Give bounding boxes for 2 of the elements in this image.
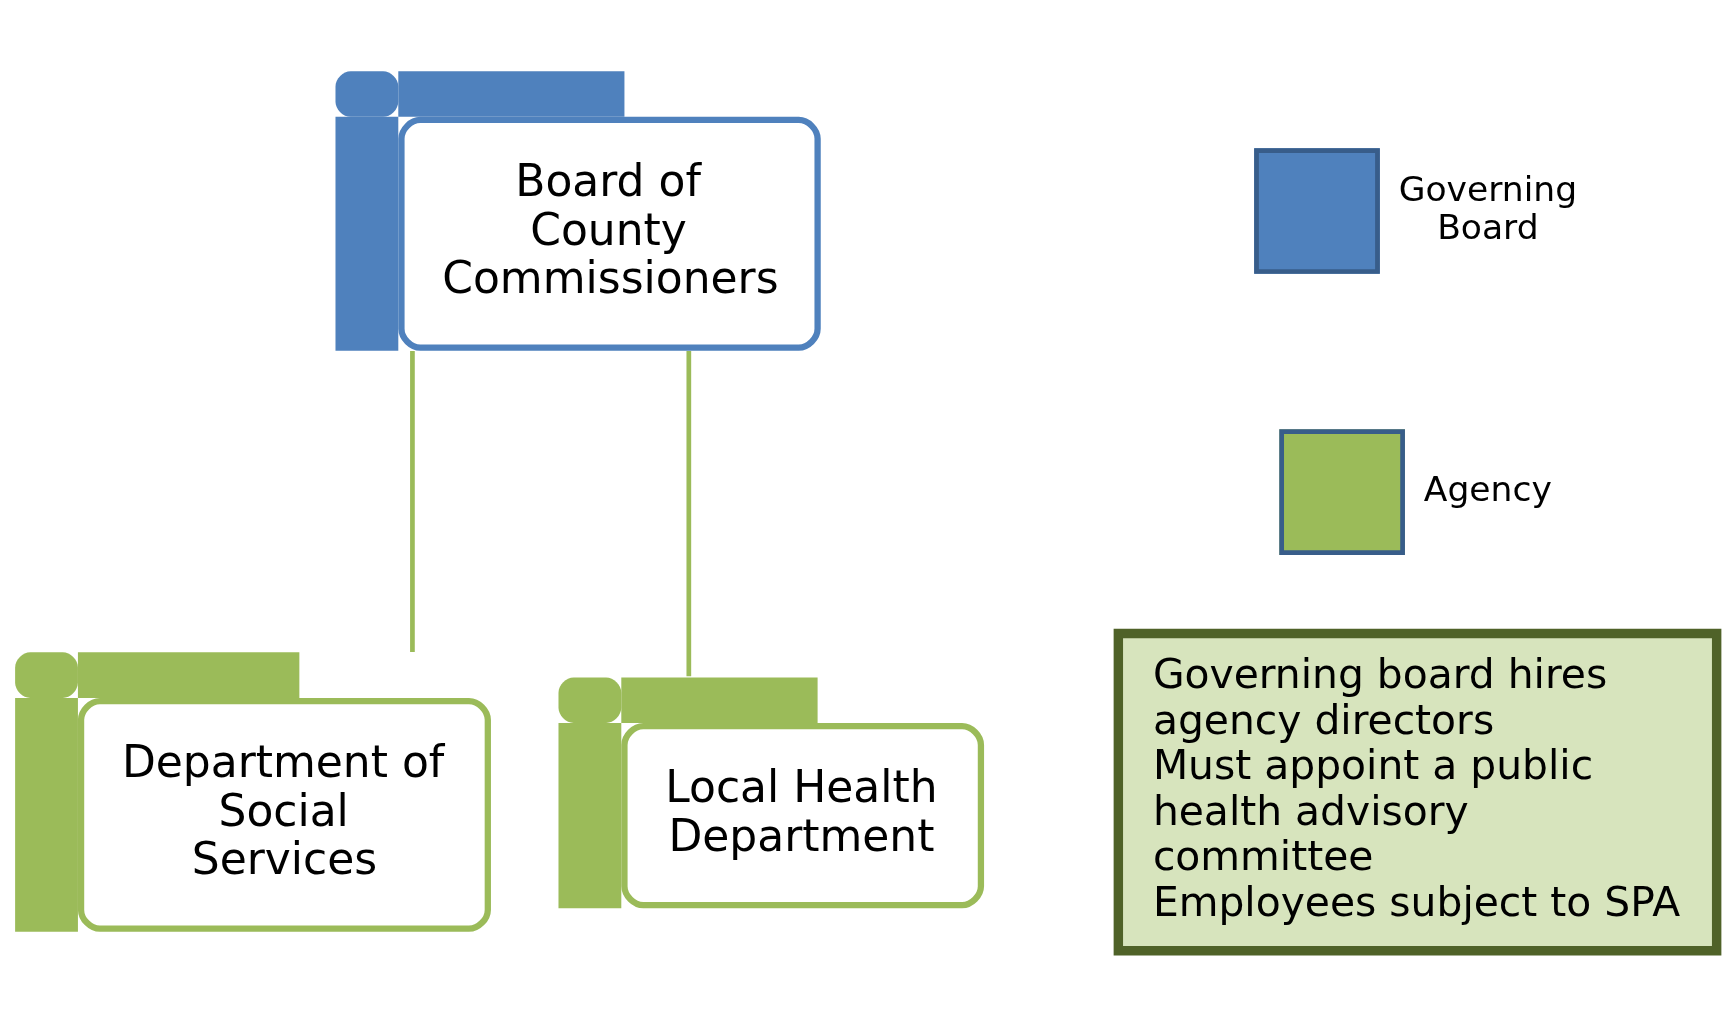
legend-label: Agency bbox=[1423, 468, 1552, 509]
legend-label: Governing Board bbox=[1398, 168, 1578, 247]
